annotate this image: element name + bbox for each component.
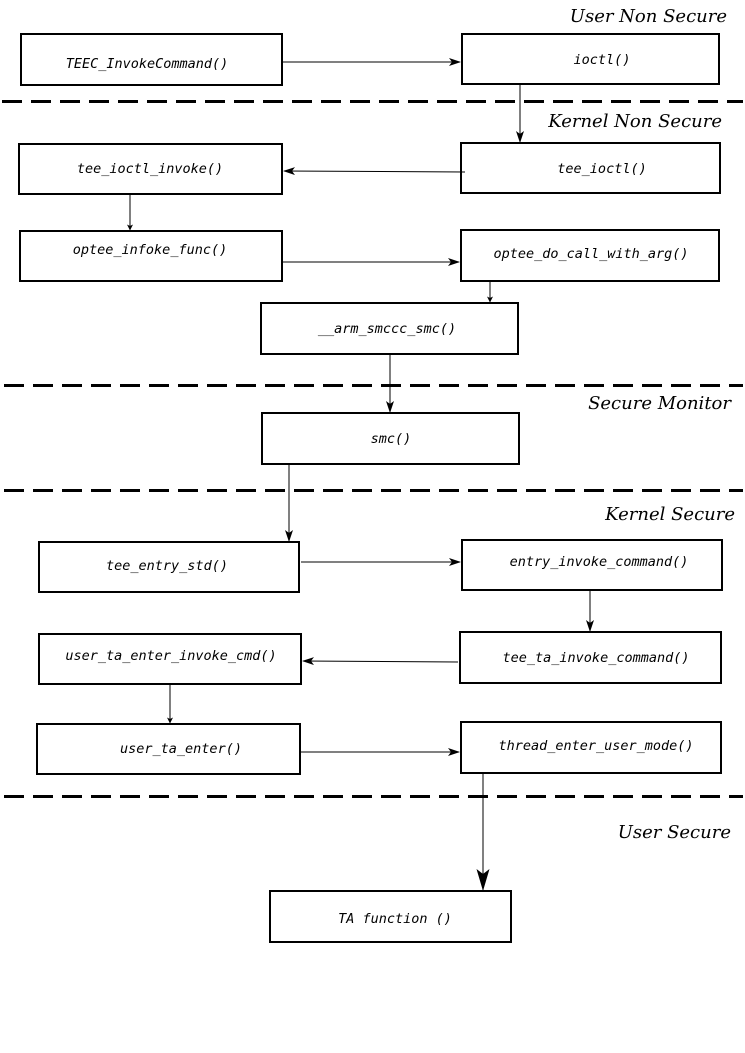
node-label: smc() bbox=[371, 431, 412, 447]
node-arm-smccc-smc: __arm_smccc_smc() bbox=[260, 302, 519, 355]
arrow-tee-ta-invoke-command-to-user-ta-enter-invoke-cmd bbox=[302, 657, 459, 666]
node-label: TA function () bbox=[338, 911, 452, 927]
node-label: tee_entry_std() bbox=[106, 558, 228, 574]
region-label-kernel-secure: Kernel Secure bbox=[604, 504, 735, 525]
node-ioctl: ioctl() bbox=[461, 33, 720, 85]
node-tee-ioctl-invoke: tee_ioctl_invoke() bbox=[18, 143, 283, 195]
node-optee-do-call-with-arg: optee_do_call_with_arg() bbox=[460, 229, 720, 282]
node-tee-ta-invoke-command: tee_ta_invoke_command() bbox=[459, 631, 722, 684]
node-label: optee_do_call_with_arg() bbox=[493, 246, 688, 262]
node-label: tee_ioctl_invoke() bbox=[77, 161, 223, 177]
node-user-ta-enter: user_ta_enter() bbox=[36, 723, 301, 775]
node-ta-function: TA function () bbox=[269, 890, 512, 943]
node-label: user_ta_enter() bbox=[120, 741, 242, 757]
node-thread-enter-user-mode: thread_enter_user_mode() bbox=[460, 721, 722, 774]
region-label-user-secure: User Secure bbox=[618, 822, 731, 843]
node-label: tee_ta_invoke_command() bbox=[503, 650, 690, 666]
region-label-user-non-secure: User Non Secure bbox=[570, 6, 727, 27]
node-label: thread_enter_user_mode() bbox=[498, 738, 693, 754]
node-tee-ioctl: tee_ioctl() bbox=[460, 142, 721, 194]
node-optee-infoke-func: optee_infoke_func() bbox=[19, 230, 283, 282]
node-label: ioctl() bbox=[574, 52, 631, 68]
node-label: optee_infoke_func() bbox=[73, 242, 227, 258]
node-label: tee_ioctl() bbox=[557, 161, 646, 177]
region-label-kernel-non-secure: Kernel Non Secure bbox=[547, 111, 722, 132]
node-teec-invoke-command: TEEC_InvokeCommand() bbox=[20, 33, 283, 86]
node-label: __arm_smccc_smc() bbox=[318, 321, 456, 337]
node-tee-entry-std: tee_entry_std() bbox=[38, 541, 300, 593]
region-label-secure-monitor: Secure Monitor bbox=[588, 393, 732, 414]
node-smc: smc() bbox=[261, 412, 520, 465]
node-label: TEEC_InvokeCommand() bbox=[66, 56, 229, 72]
node-label: entry_invoke_command() bbox=[510, 554, 689, 570]
node-entry-invoke-command: entry_invoke_command() bbox=[461, 539, 723, 591]
node-user-ta-enter-invoke-cmd: user_ta_enter_invoke_cmd() bbox=[38, 633, 302, 685]
arrow-tee-ioctl-to-tee-ioctl-invoke bbox=[283, 167, 466, 176]
node-label: user_ta_enter_invoke_cmd() bbox=[65, 648, 276, 664]
